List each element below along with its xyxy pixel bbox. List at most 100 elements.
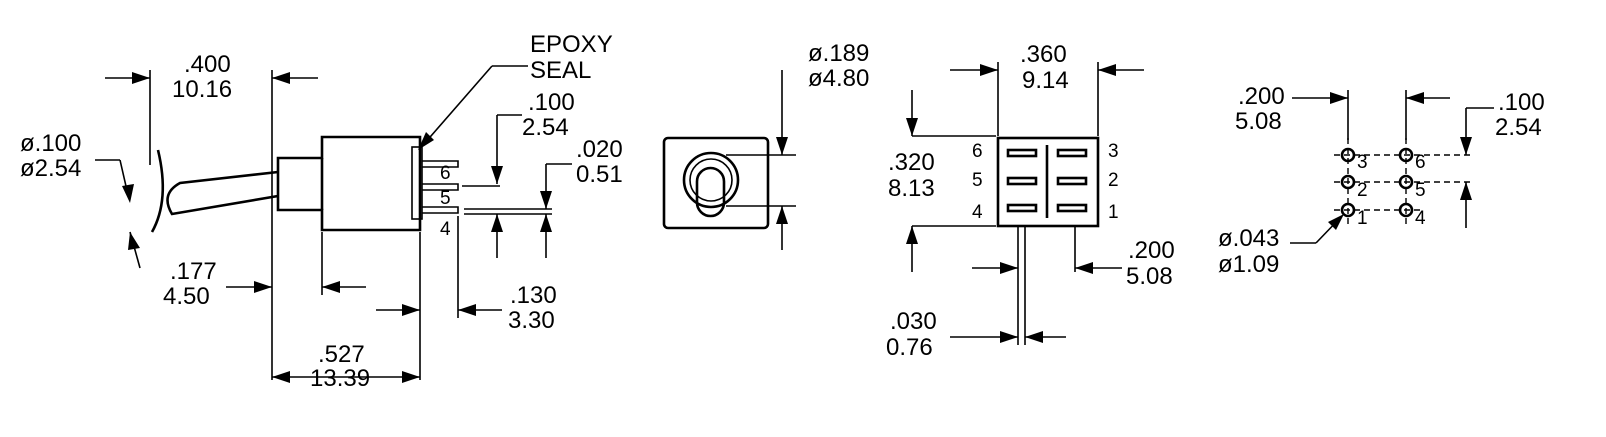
arrowhead bbox=[254, 281, 272, 293]
dim-dia189-mm: ø4.80 bbox=[808, 65, 869, 92]
arrowhead bbox=[491, 166, 503, 184]
pin-label-2: 2 bbox=[1108, 170, 1119, 191]
arrowhead bbox=[540, 214, 552, 232]
dim-400-mm: 10.16 bbox=[172, 76, 232, 103]
toggle-lever bbox=[166, 170, 279, 216]
dim-177-in: .177 bbox=[170, 258, 217, 285]
arrowhead bbox=[272, 371, 290, 383]
dim-527-mm: 13.39 bbox=[310, 365, 370, 392]
arrowhead bbox=[980, 64, 998, 76]
terminal-slot bbox=[1056, 176, 1088, 186]
bushing-inner-circle bbox=[689, 158, 733, 202]
pcb-pin-label-6: 6 bbox=[1415, 152, 1426, 173]
dim-130-mm: 3.30 bbox=[508, 307, 555, 334]
dim-dia100-in: ø.100 bbox=[20, 130, 81, 157]
epoxy-leader bbox=[423, 65, 493, 145]
dim-320-in: .320 bbox=[888, 149, 935, 176]
pin-label-6: 6 bbox=[972, 141, 983, 162]
arrowhead bbox=[1460, 182, 1472, 200]
arrowhead bbox=[1406, 92, 1424, 104]
arrowhead bbox=[540, 191, 552, 209]
arrowhead bbox=[272, 72, 290, 84]
terminal-slot bbox=[1056, 148, 1088, 158]
pcb-dim-100-in: .100 bbox=[1498, 89, 1545, 116]
pin-label-5: 5 bbox=[440, 188, 451, 209]
terminal-slot bbox=[1006, 148, 1038, 158]
terminal-slots bbox=[1006, 148, 1088, 213]
pcb-hole bbox=[1340, 202, 1356, 218]
pin-label-4: 4 bbox=[972, 202, 983, 223]
epoxy-seal-line1: EPOXY bbox=[530, 31, 613, 58]
dim-400-in: .400 bbox=[184, 51, 231, 78]
side-view: 6 5 4 .400 10.16 ø.100 ø2.54 EPOXY SEAL bbox=[20, 31, 623, 392]
pcb-hole bbox=[1340, 147, 1356, 163]
switch-body-outline bbox=[276, 135, 422, 232]
front-body-outline bbox=[662, 136, 770, 230]
arrowhead bbox=[458, 304, 476, 316]
pcb-dim-dia043-in: ø.043 bbox=[1218, 225, 1279, 252]
pcb-hole bbox=[1398, 202, 1414, 218]
terminal-slot bbox=[1006, 176, 1038, 186]
pcb-pin-label-4: 4 bbox=[1415, 208, 1426, 229]
dim-360-in: .360 bbox=[1020, 41, 1067, 68]
dim-030-mm: 0.76 bbox=[886, 334, 933, 361]
pcb-hole bbox=[1398, 174, 1414, 190]
bottom-view: 6 5 4 3 2 1 .360 9.14 .320 8.13 .200 5 bbox=[886, 41, 1175, 361]
dim-030-in: .030 bbox=[890, 308, 937, 335]
pcb-pin-label-1: 1 bbox=[1357, 208, 1368, 229]
terminal-5 bbox=[422, 183, 459, 191]
pcb-hole bbox=[1340, 174, 1356, 190]
epoxy-seal-line2: SEAL bbox=[530, 57, 591, 84]
bushing-outer-circle bbox=[682, 151, 740, 209]
terminal-6 bbox=[422, 160, 459, 168]
pcb-dim-100-mm: 2.54 bbox=[1495, 114, 1542, 141]
arrowhead bbox=[402, 304, 420, 316]
arrowhead bbox=[322, 281, 340, 293]
arrowhead bbox=[132, 72, 150, 84]
arrowhead bbox=[1328, 214, 1344, 230]
arrowhead bbox=[418, 132, 434, 150]
arrowhead bbox=[776, 206, 788, 224]
pcb-layout: 3 2 1 6 5 4 .200 5.08 .100 2.54 ø.043 ø1… bbox=[1218, 83, 1545, 278]
arrowhead bbox=[906, 118, 918, 136]
dim-177-mm: 4.50 bbox=[163, 283, 210, 310]
pcb-pin-label-5: 5 bbox=[1415, 180, 1426, 201]
terminal-block bbox=[411, 146, 423, 220]
front-view: ø.189 ø4.80 bbox=[662, 40, 869, 250]
dim-020-mm: 0.51 bbox=[576, 161, 623, 188]
dim-527-in: .527 bbox=[318, 341, 365, 368]
arrowhead bbox=[1025, 331, 1043, 343]
pin-label-3: 3 bbox=[1108, 141, 1119, 162]
pcb-hole bbox=[1398, 147, 1414, 163]
arrowhead bbox=[1075, 262, 1093, 274]
arrowhead bbox=[776, 137, 788, 155]
arrowhead bbox=[402, 371, 420, 383]
dim-130-in: .130 bbox=[510, 282, 557, 309]
bottom-body-outline bbox=[996, 136, 1100, 228]
arrowhead bbox=[1000, 262, 1018, 274]
dim-360-mm: 9.14 bbox=[1022, 67, 1069, 94]
dim-dia100-mm: ø2.54 bbox=[20, 155, 81, 182]
pcb-dim-200-in: .200 bbox=[1238, 83, 1285, 110]
arrowhead bbox=[1330, 92, 1348, 104]
pcb-pin-label-3: 3 bbox=[1357, 152, 1368, 173]
arrowhead bbox=[1098, 64, 1116, 76]
dim-dia189-in: ø.189 bbox=[808, 40, 869, 67]
dim-200-in: .200 bbox=[1128, 237, 1175, 264]
arrowhead bbox=[128, 232, 140, 250]
dim-320-mm: 8.13 bbox=[888, 175, 935, 202]
arrowhead bbox=[491, 214, 503, 232]
arrowhead bbox=[122, 184, 134, 203]
pcb-pin-label-2: 2 bbox=[1357, 180, 1368, 201]
terminal-slot bbox=[1006, 203, 1038, 213]
pin-label-6: 6 bbox=[440, 163, 451, 184]
lever-end bbox=[695, 166, 726, 218]
dim-100-in: .100 bbox=[528, 89, 575, 116]
pin-label-5: 5 bbox=[972, 170, 983, 191]
terminal-4 bbox=[422, 206, 459, 214]
dim-020-in: .020 bbox=[576, 136, 623, 163]
pcb-holes bbox=[1340, 147, 1414, 218]
pin-label-1: 1 bbox=[1108, 202, 1119, 223]
arrowhead bbox=[1460, 137, 1472, 155]
